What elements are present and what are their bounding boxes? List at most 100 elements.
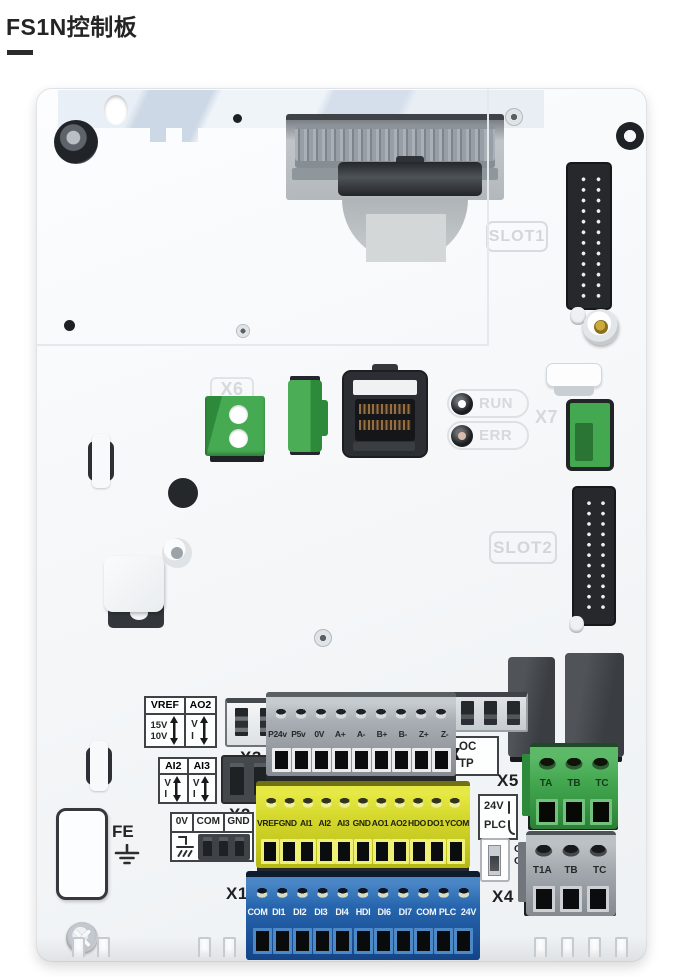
relay-green-windows bbox=[534, 797, 614, 827]
slot1-text: SLOT1 bbox=[488, 227, 546, 245]
ai2-v: V bbox=[164, 777, 172, 789]
terminal-label: DI1 bbox=[272, 907, 286, 917]
v24-label: 24V bbox=[484, 800, 504, 812]
run-label: RUN bbox=[479, 395, 513, 412]
x7-label: X7 bbox=[535, 407, 559, 427]
chassis-ground-icon bbox=[176, 836, 194, 857]
onoff-switch bbox=[480, 838, 510, 882]
plate-slot-hole bbox=[104, 95, 128, 125]
wire-window bbox=[414, 925, 434, 957]
wire-window bbox=[313, 925, 333, 957]
dip-toggle bbox=[235, 837, 244, 856]
wire-window bbox=[393, 925, 413, 957]
terminal-label: TA bbox=[539, 778, 553, 789]
oc-tp-box: OC TP bbox=[452, 736, 499, 776]
terminal-label: B+ bbox=[376, 729, 388, 739]
wire-window bbox=[291, 746, 311, 774]
slot2-label: SLOT2 bbox=[489, 531, 557, 564]
terminal-hole bbox=[229, 405, 248, 424]
terminal-label: GND bbox=[352, 818, 371, 828]
wire-window bbox=[428, 836, 447, 866]
updown-arrow-icon bbox=[168, 717, 180, 744]
fe-plate bbox=[56, 808, 108, 900]
ao2-header: AO2 bbox=[185, 698, 215, 715]
plc-label: PLC bbox=[484, 819, 506, 831]
switch-knob bbox=[490, 856, 499, 871]
vref-options: 15V 10V bbox=[146, 715, 184, 746]
x6-terminal bbox=[205, 396, 265, 456]
terminal-label: TB bbox=[564, 865, 578, 876]
jumper-icon bbox=[508, 801, 515, 835]
wire-window bbox=[434, 925, 454, 957]
terminal-label: TC bbox=[593, 865, 607, 876]
edge-tab bbox=[588, 937, 601, 957]
slot2-header bbox=[572, 486, 616, 626]
err-led bbox=[451, 424, 473, 447]
vref-header: VREF bbox=[146, 698, 184, 715]
slot2-text: SLOT2 bbox=[493, 537, 553, 557]
screw-holes bbox=[252, 884, 474, 900]
wire-window bbox=[585, 884, 612, 914]
stud-cap bbox=[162, 538, 192, 568]
terminal-label: DO1 bbox=[427, 818, 444, 828]
recess-detail bbox=[366, 214, 446, 262]
wire-window bbox=[311, 746, 331, 774]
terminal-label: YCOM bbox=[444, 818, 470, 828]
stud bbox=[570, 307, 586, 325]
dip-toggle bbox=[461, 701, 474, 725]
wire-window bbox=[292, 925, 312, 957]
vref-values: 15V 10V bbox=[150, 720, 167, 742]
ai2-column: AI2 V I bbox=[160, 759, 189, 802]
ai3-column: AI3 V I bbox=[188, 759, 216, 802]
ground-icon bbox=[114, 844, 140, 865]
ai3-header: AI3 bbox=[188, 759, 215, 775]
ai3-i: I bbox=[192, 788, 196, 800]
wire-window bbox=[279, 836, 299, 866]
ai3-options: V I bbox=[189, 775, 216, 802]
edge-tab bbox=[72, 937, 85, 957]
wire-window bbox=[561, 797, 588, 827]
updown-arrow-icon bbox=[199, 776, 211, 801]
rj45-pins bbox=[359, 420, 411, 430]
edge-tab bbox=[97, 937, 110, 957]
terminal-side-tab bbox=[518, 842, 528, 902]
updown-arrow-icon bbox=[171, 776, 183, 801]
terminal-label: A+ bbox=[334, 729, 346, 739]
mounting-hole bbox=[616, 122, 644, 150]
terminal-label: DI4 bbox=[335, 907, 349, 917]
encoder-wire-windows bbox=[271, 746, 451, 774]
wire-window bbox=[252, 925, 272, 957]
oc-tp-dip-switch bbox=[452, 692, 528, 732]
terminal-label: PLC bbox=[438, 907, 456, 917]
screw-holes bbox=[262, 794, 464, 810]
terminal-label: TB bbox=[567, 778, 581, 789]
dip-toggle bbox=[203, 837, 212, 856]
terminal-label: GND bbox=[278, 818, 297, 828]
wire-window bbox=[351, 746, 371, 774]
wire-window bbox=[534, 797, 561, 827]
plastic-tab bbox=[546, 363, 602, 387]
x3-select-box: VREF 15V 10V AO2 V I bbox=[144, 696, 217, 748]
clip bbox=[92, 434, 110, 488]
x4-label: X4 bbox=[492, 887, 514, 906]
oc-label: OC bbox=[459, 741, 477, 753]
stud bbox=[314, 629, 332, 647]
err-indicator: ERR bbox=[447, 421, 529, 450]
err-label: ERR bbox=[479, 427, 513, 444]
terminal-label: 0V bbox=[314, 729, 325, 739]
dip-toggle bbox=[219, 837, 228, 856]
connector-latch bbox=[338, 162, 482, 196]
terminal-label: AI1 bbox=[300, 818, 313, 828]
ao2-values: V I bbox=[191, 719, 198, 743]
terminal-label: AO2 bbox=[390, 818, 407, 828]
tp-label: TP bbox=[459, 758, 474, 770]
screw-boss bbox=[54, 120, 98, 164]
dip-toggle bbox=[230, 763, 244, 795]
ai3-v: V bbox=[192, 777, 200, 789]
analog-wire-windows bbox=[261, 836, 465, 866]
